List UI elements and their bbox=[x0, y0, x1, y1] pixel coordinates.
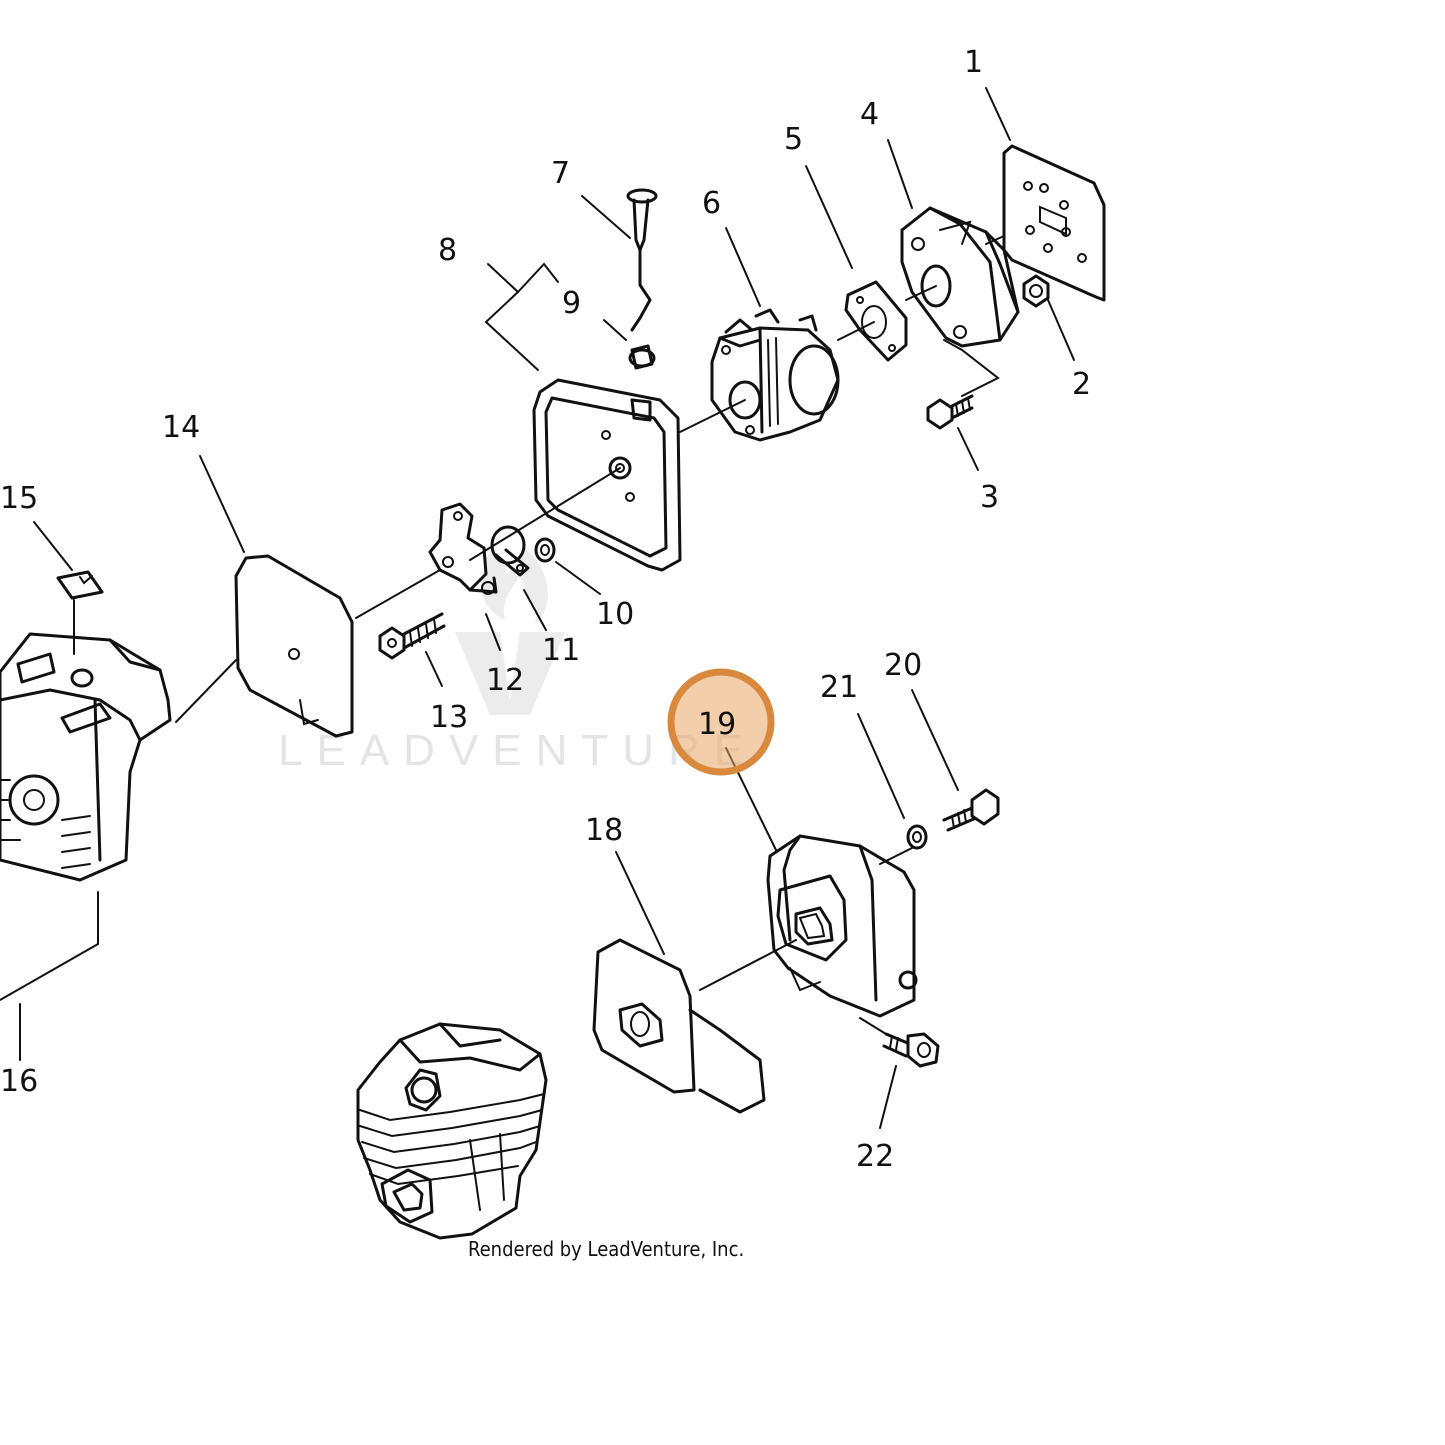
callout-15[interactable]: 15 bbox=[0, 481, 38, 516]
callout-6[interactable]: 6 bbox=[702, 186, 721, 221]
assembly-lines bbox=[175, 235, 1005, 1035]
watermark-logo-icon bbox=[455, 632, 565, 715]
callout-9[interactable]: 9 bbox=[562, 286, 581, 321]
part-7-choke-knob[interactable] bbox=[626, 188, 658, 332]
callout-13[interactable]: 13 bbox=[430, 700, 468, 735]
watermark-flame-icon bbox=[480, 545, 548, 625]
part-2-nut[interactable] bbox=[1022, 274, 1050, 308]
callout-2[interactable]: 2 bbox=[1072, 367, 1091, 402]
callout-18[interactable]: 18 bbox=[585, 813, 623, 848]
callout-22[interactable]: 22 bbox=[856, 1139, 894, 1174]
engine-cylinder bbox=[356, 1022, 548, 1240]
callout-8[interactable]: 8 bbox=[438, 233, 457, 268]
part-21-washer[interactable] bbox=[906, 824, 928, 850]
callout-10[interactable]: 10 bbox=[596, 597, 634, 632]
callout-19-highlight[interactable] bbox=[667, 668, 775, 776]
part-20-bolt[interactable] bbox=[942, 788, 1000, 832]
callout-19[interactable]: 19 bbox=[698, 707, 736, 742]
part-18-muffler-plate[interactable] bbox=[592, 938, 766, 1114]
callout-5[interactable]: 5 bbox=[784, 122, 803, 157]
part-1-gasket[interactable] bbox=[1002, 144, 1106, 302]
callout-16[interactable]: 16 bbox=[0, 1064, 38, 1099]
part-19-muffler[interactable] bbox=[766, 834, 918, 1018]
part-11-choke-lever[interactable] bbox=[490, 525, 530, 577]
callout-11[interactable]: 11 bbox=[542, 633, 580, 668]
part-5-gasket[interactable] bbox=[844, 280, 908, 362]
part-15-label[interactable] bbox=[56, 570, 104, 600]
part-13-bolt[interactable] bbox=[378, 612, 446, 660]
watermark-text: LEADVENTURE bbox=[278, 726, 757, 775]
callout-20[interactable]: 20 bbox=[884, 648, 922, 683]
callout-14[interactable]: 14 bbox=[162, 410, 200, 445]
callout-4[interactable]: 4 bbox=[860, 97, 879, 132]
callout-3[interactable]: 3 bbox=[980, 480, 999, 515]
callout-labels: 1 2 3 4 5 6 7 8 9 10 11 12 13 14 15 16 1… bbox=[0, 45, 1091, 1174]
part-3-bolt[interactable] bbox=[926, 394, 974, 430]
callout-21[interactable]: 21 bbox=[820, 670, 858, 705]
callout-12[interactable]: 12 bbox=[486, 663, 524, 698]
part-14-air-filter[interactable] bbox=[234, 554, 354, 738]
part-16-air-cleaner-cover[interactable] bbox=[0, 632, 172, 882]
render-credit: Rendered by LeadVenture, Inc. bbox=[468, 1237, 744, 1261]
callout-7[interactable]: 7 bbox=[551, 156, 570, 191]
part-9-grommet[interactable] bbox=[628, 344, 656, 370]
callout-1[interactable]: 1 bbox=[964, 45, 983, 80]
watermark: LEADVENTURE bbox=[278, 545, 757, 775]
part-22-bolt[interactable] bbox=[882, 1032, 940, 1068]
part-6-carburetor[interactable] bbox=[710, 308, 840, 442]
part-10-washer[interactable] bbox=[534, 537, 556, 563]
part-12-bracket[interactable] bbox=[428, 502, 498, 595]
part-4-insulator[interactable] bbox=[900, 206, 1020, 348]
